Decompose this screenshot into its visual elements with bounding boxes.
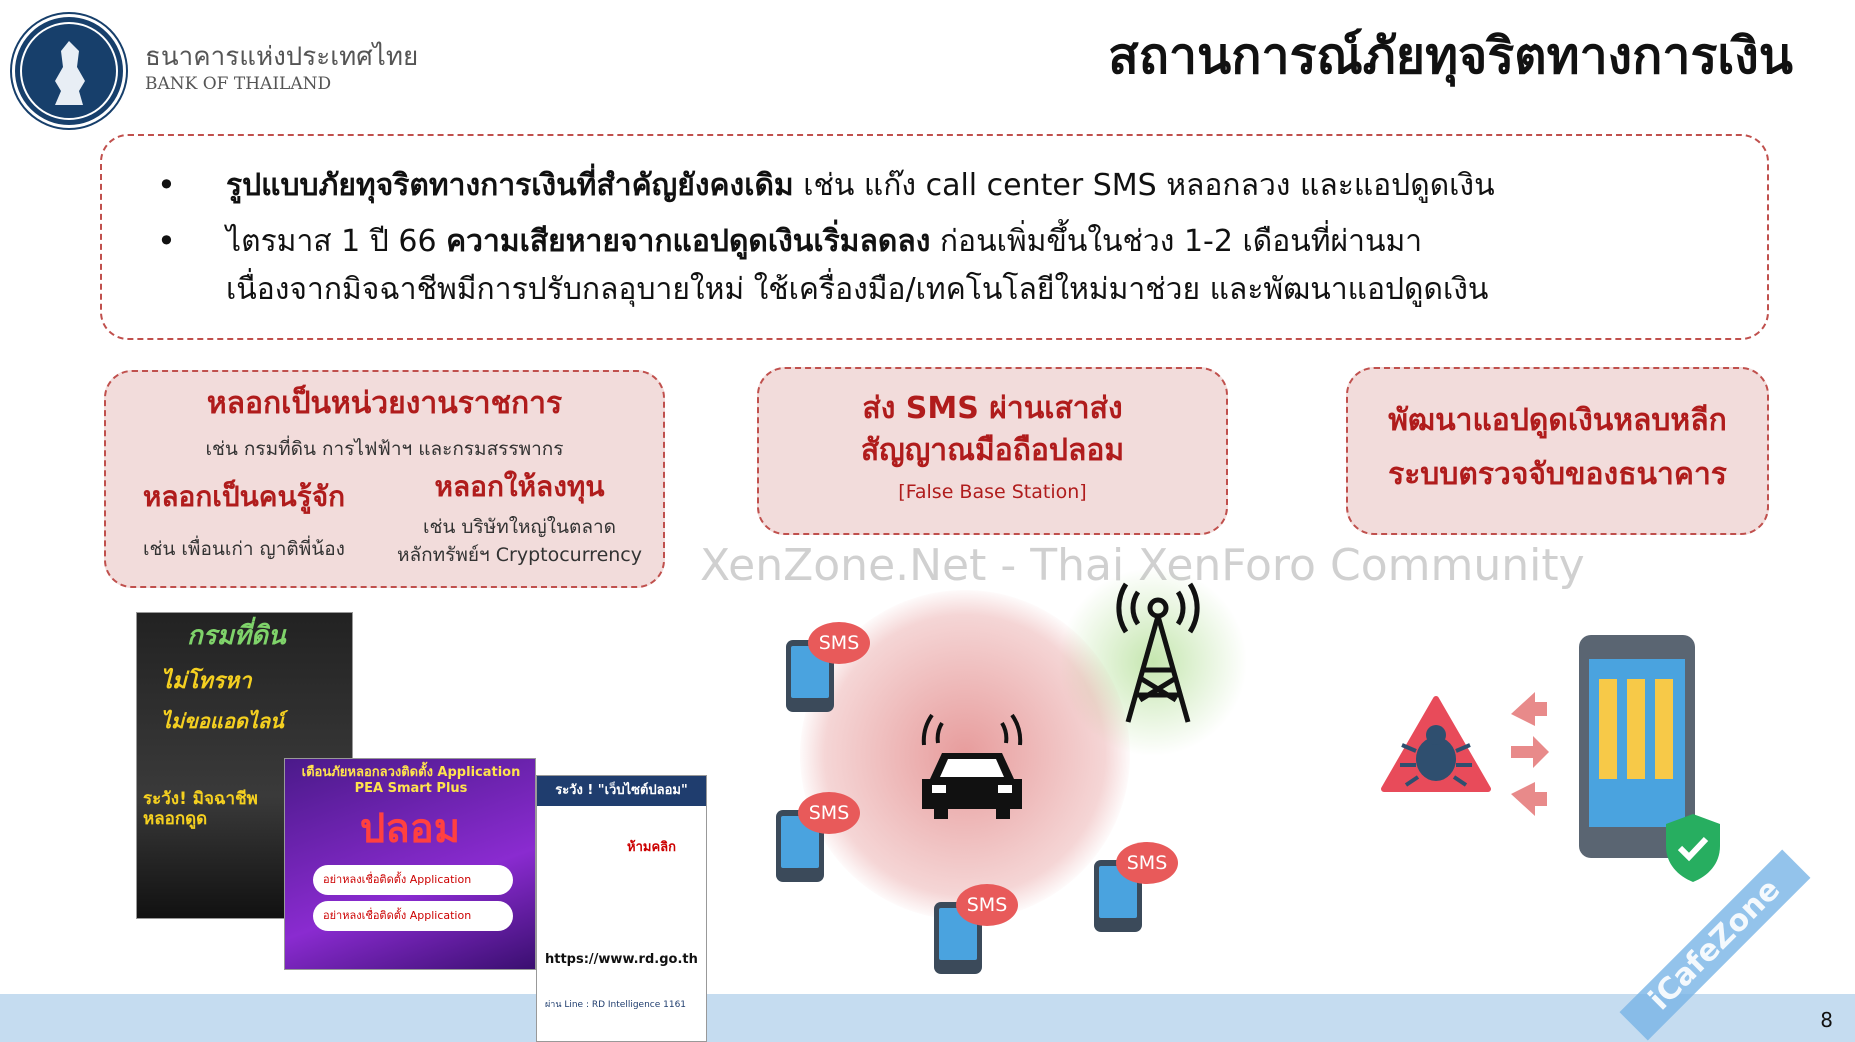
malware-app-box: พัฒนาแอปดูดเงินหลบหลีก ระบบตรวจจับของธนา… (1346, 367, 1769, 535)
summary-line-2: ไตรมาส 1 ปี 66 ความเสียหายจากแอปดูดเงินเ… (226, 224, 1423, 259)
org-name-th: ธนาคารแห่งประเทศไทย (145, 42, 419, 72)
poster-title: เตือนภัยหลอกลวงติดตั้ง Application PEA S… (301, 765, 521, 796)
page-number: 8 (1820, 1008, 1833, 1032)
sms-bubble: SMS (808, 622, 870, 664)
summary-box: • รูปแบบภัยทุจริตทางการเงินที่สำคัญยังคง… (100, 134, 1769, 340)
poster-text: อย่าหลงเชื่อติดตั้ง Application (313, 865, 513, 895)
sms-bubble: SMS (798, 792, 860, 834)
sms-phone-icon: SMS (934, 884, 1018, 974)
fbs-line-2: สัญญาณมือถือปลอม (860, 433, 1125, 468)
car-icon (921, 713, 1023, 819)
poster-text: ห้ามคลิก (627, 840, 676, 855)
summary-line-1: รูปแบบภัยทุจริตทางการเงินที่สำคัญยังคงเด… (226, 168, 1495, 203)
fbs-line-1: ส่ง SMS ผ่านเสาส่ง (862, 391, 1123, 426)
cell-tower-icon (1116, 582, 1200, 723)
scam-invest-examples: เช่น บริษัทใหญ่ในตลาด (423, 516, 616, 538)
sms-phone-icon: SMS (786, 622, 870, 712)
poster-title: ระวัง ! "เว็บไซต์ปลอม" (537, 776, 706, 806)
poster-text: อย่าหลงเชื่อติดตั้ง Application (313, 901, 513, 931)
scam-invest-heading: หลอกให้ลงทุน (434, 470, 605, 503)
poster-revenue-dept: ระวัง ! "เว็บไซต์ปลอม" ห้ามคลิก https://… (536, 775, 707, 1042)
fbs-line-3: [False Base Station] (898, 481, 1087, 503)
watermark: XenZone.Net - Thai XenForo Community (700, 540, 1585, 591)
scam-acquaintance-heading: หลอกเป็นคนรู้จัก (142, 480, 346, 513)
bullet-dot: • (157, 222, 176, 260)
poster-text: ระวัง! มิจฉาชีพหลอกดูด (143, 789, 258, 830)
summary-line-3: เนื่องจากมิจฉาชีพมีการปรับกลอุบายใหม่ ใช… (226, 272, 1489, 307)
org-name-en: BANK OF THAILAND (145, 74, 332, 94)
scam-invest-examples-2: หลักทรัพย์ฯ Cryptocurrency (396, 544, 642, 566)
page-title: สถานการณ์ภัยทุจริตทางการเงิน (1108, 27, 1793, 85)
arrows-icon (1511, 692, 1549, 816)
poster-pea: เตือนภัยหลอกลวงติดตั้ง Application PEA S… (284, 758, 536, 970)
fake-base-station-box: ส่ง SMS ผ่านเสาส่ง สัญญาณมือถือปลอม [Fal… (757, 367, 1228, 535)
sms-bubble: SMS (956, 884, 1018, 926)
poster-text: ปลอม (359, 806, 461, 852)
malware-line-2: ระบบตรวจจับของธนาคาร (1388, 457, 1727, 492)
poster-text: https://www.rd.go.th (545, 952, 698, 967)
poster-text: ไม่โทรหา (161, 669, 252, 694)
malware-bug-icon (1381, 696, 1491, 792)
shield-check-icon (1666, 814, 1720, 882)
poster-text: ผ่าน Line : RD Intelligence 1161 (545, 1000, 687, 1010)
footer-band (0, 994, 1855, 1042)
sms-phone-icon: SMS (1094, 842, 1178, 932)
scam-types-box: หลอกเป็นหน่วยงานราชการ เช่น กรมที่ดิน กา… (104, 370, 665, 588)
sms-phone-icon: SMS (776, 792, 860, 882)
scam-acquaintance-examples: เช่น เพื่อนเก่า ญาติพี่น้อง (143, 538, 345, 560)
bullet-dot: • (157, 166, 176, 204)
scam-gov-examples: เช่น กรมที่ดิน การไฟฟ้าฯ และกรมสรรพากร (205, 438, 564, 460)
scam-gov-heading: หลอกเป็นหน่วยงานราชการ (206, 386, 563, 421)
poster-title: กรมที่ดิน (187, 621, 286, 651)
malware-line-1: พัฒนาแอปดูดเงินหลบหลีก (1388, 403, 1727, 438)
sms-bubble: SMS (1116, 842, 1178, 884)
bot-logo-seal (12, 14, 126, 128)
poster-text: ไม่ขอแอดไลน์ (161, 709, 284, 733)
